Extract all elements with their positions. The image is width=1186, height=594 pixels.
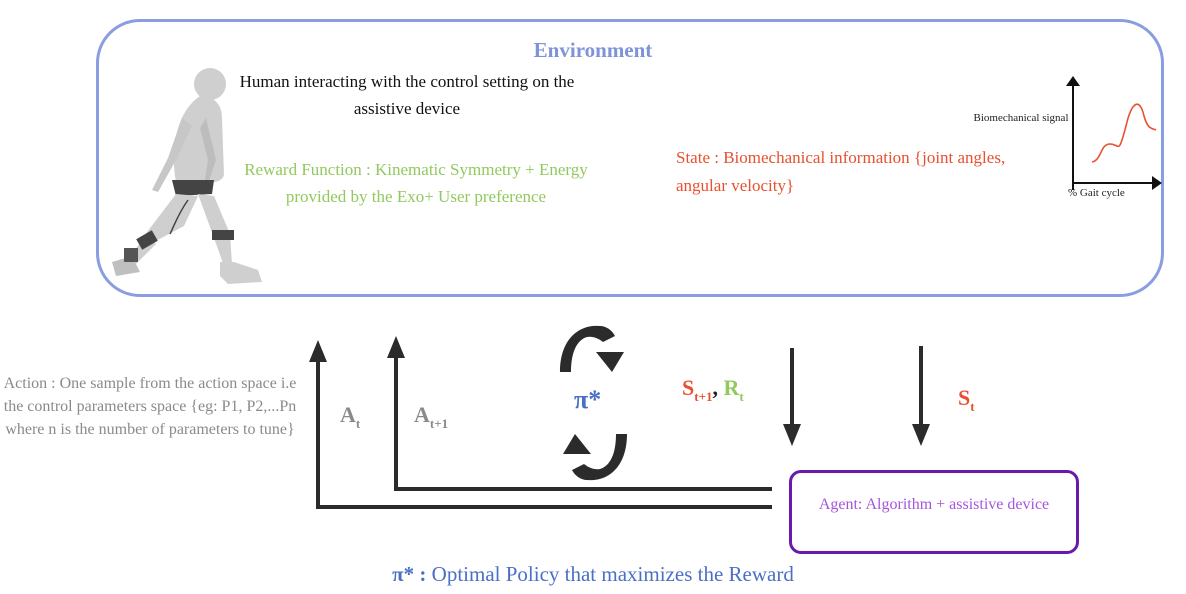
label-a-t-main: A [340,402,356,427]
arrow-head-at [309,340,327,362]
label-s-t1-r-t: St+1, Rt [682,375,744,405]
policy-cycle-arrows [560,325,627,481]
action-arrows [316,354,772,509]
state-arrows [790,346,923,428]
environment-box [96,19,1164,297]
label-separator: , [712,375,719,400]
label-s-t-sub: t [970,399,975,414]
walking-human-figure [112,68,262,284]
agent-box [789,470,1079,554]
label-s-t1-sub: t+1 [694,389,713,404]
human-interaction-text: Human interacting with the control setti… [239,72,575,118]
label-s-t1-main: S [682,375,695,400]
plot-y-label: Biomechanical signal [973,112,1069,124]
policy-caption: π* : Optimal Policy that maximizes the R… [0,562,1186,587]
label-r-t-main: R [723,375,740,400]
reward-function-text: Reward Function : Kinematic Symmetry + E… [244,160,588,206]
arrow-head-st [912,424,930,446]
policy-symbol: π* [574,385,602,414]
label-s-t: St [958,385,975,415]
biomechanical-plot [1066,76,1162,190]
label-r-t-sub: t [739,389,744,404]
label-a-t1: At+1 [414,402,448,432]
arrow-head-st1 [783,424,801,446]
environment-title: Environment [533,38,653,62]
signal-curve [1091,103,1157,163]
label-a-t1-main: A [414,402,430,427]
arrow-head-at1 [387,336,405,358]
label-a-t: At [340,402,360,432]
label-s-t-main: S [958,385,971,410]
label-a-t-sub: t [355,416,361,431]
agent-text: Agent: Algorithm + assistive device [818,496,1050,513]
caption-text: Optimal Policy that maximizes the Reward [426,562,794,586]
state-text: State : Biomechanical information {joint… [676,148,1006,195]
plot-x-label: % Gait cycle [1068,187,1125,199]
action-text: Action : One sample from the action spac… [3,375,297,438]
label-a-t1-sub: t+1 [429,416,449,431]
caption-symbol: π* : [392,562,427,586]
